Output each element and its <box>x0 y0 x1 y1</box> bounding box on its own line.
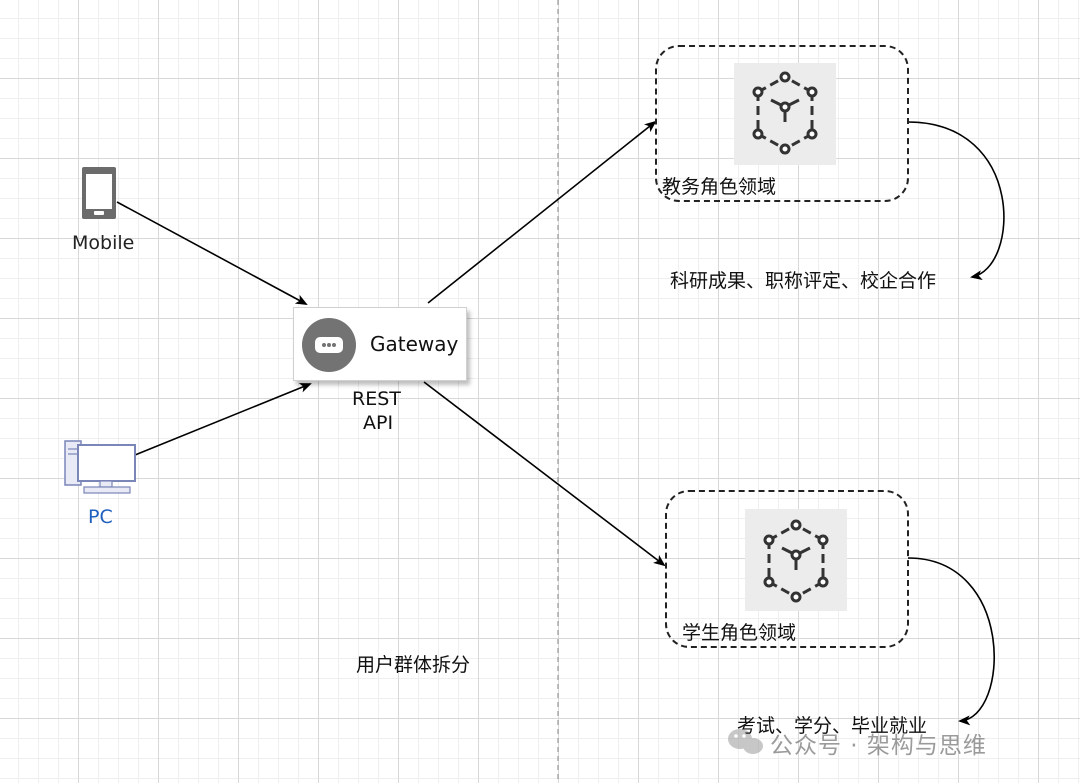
pc-label: PC <box>88 506 113 528</box>
student-domain-box[interactable] <box>665 490 909 648</box>
mobile-label: Mobile <box>72 232 135 254</box>
edge-teaching-to-description <box>907 121 1005 281</box>
teaching-domain-box[interactable] <box>655 45 909 202</box>
gateway-label: Gateway <box>370 332 459 356</box>
student-domain-label: 学生角色领域 <box>682 622 797 644</box>
edge-pc-to-gateway <box>134 383 312 456</box>
desktop-computer-icon <box>64 440 136 494</box>
wechat-logo-icon <box>728 729 763 754</box>
gateway-node[interactable]: Gateway <box>293 307 467 381</box>
edge-student-to-description <box>907 557 995 726</box>
cube-icon <box>763 519 829 603</box>
api-label-line1: REST <box>352 388 401 410</box>
edge-gateway-to-student <box>423 381 666 567</box>
cube-icon <box>752 71 818 155</box>
teaching-domain-description: 科研成果、职称评定、校企合作 <box>670 270 937 292</box>
edge-mobile-to-gateway <box>116 201 308 305</box>
watermark-text: 公众号 · 架构与思维 <box>770 733 987 759</box>
edge-gateway-to-teaching <box>427 120 657 304</box>
gateway-dots-icon <box>302 318 356 372</box>
mobile-phone-icon <box>82 167 116 219</box>
api-label-line2: API <box>363 412 394 434</box>
student-domain-description: 考试、学分、毕业就业 <box>737 715 928 737</box>
caption: 用户群体拆分 <box>356 654 471 676</box>
teaching-domain-label: 教务角色领域 <box>662 176 777 198</box>
